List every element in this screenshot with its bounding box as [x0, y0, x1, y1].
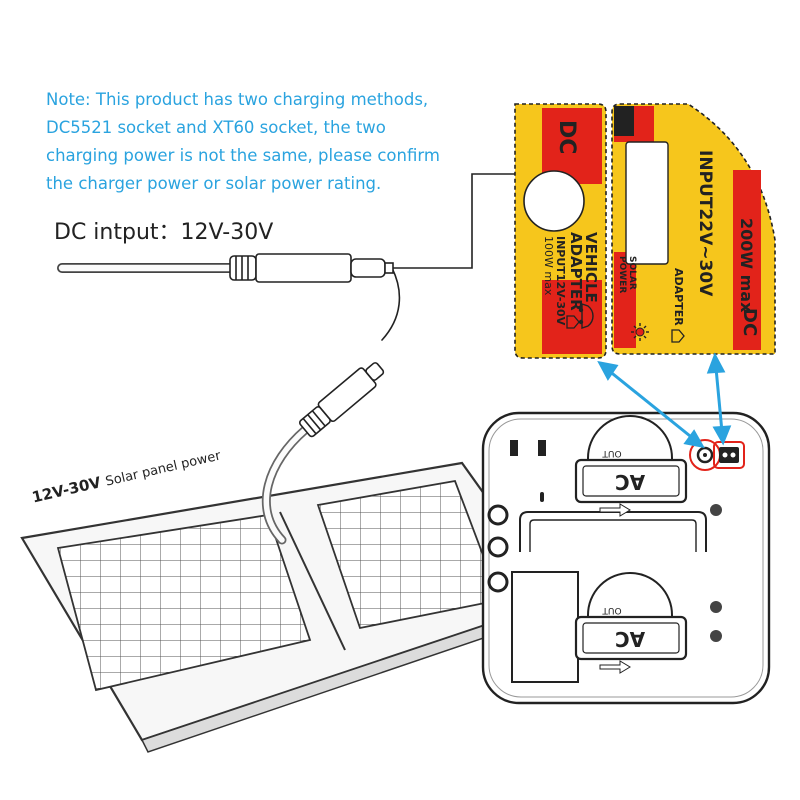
- vehicle-line2: ADAPTER: [567, 232, 585, 311]
- dc-plug: [229, 253, 394, 283]
- plug-icon-solar: [671, 329, 685, 343]
- ac-label-top: AC: [615, 470, 645, 494]
- note-line-3: charging power is not the same, please c…: [46, 146, 440, 165]
- ac-out-label-top: OUT: [602, 448, 622, 458]
- solar-port-label: 200W max INPUT22V~30V DC SOLAR POWER ADA…: [611, 103, 776, 355]
- sun-icon: [631, 323, 649, 341]
- note-line-4: the charger power or solar power rating.: [46, 174, 382, 193]
- vehicle-adapter-label: DC VEHICLE ADAPTER INPUT12V-30V 100W max: [514, 103, 607, 359]
- solar-dc-label: DC: [739, 308, 760, 336]
- vehicle-line4: 100W max: [542, 236, 555, 296]
- solar-input-rating: INPUT22V~30V: [695, 150, 715, 297]
- ac-outlet-top: AC OUT: [574, 415, 688, 517]
- cables: [57, 173, 529, 545]
- note-line-2: DC5521 socket and XT60 socket, the two: [46, 118, 386, 137]
- solar-cells-left: [56, 513, 312, 692]
- vehicle-dc-label: DC: [554, 120, 579, 154]
- solar-power-line2: POWER: [617, 256, 627, 293]
- solar-panel: [20, 461, 562, 753]
- solar-adapter-label: ADAPTER: [672, 268, 685, 326]
- vehicle-line1: VEHICLE: [582, 232, 600, 303]
- solar-plug: [298, 362, 385, 438]
- plug-icon: [566, 315, 580, 329]
- car-icon: [578, 303, 594, 329]
- dc-input-label: DC intput：12V-30V: [54, 220, 274, 245]
- ac-out-label-bottom: OUT: [602, 605, 622, 615]
- xt60-port[interactable]: [713, 441, 745, 469]
- charging-note: Note: This product has two charging meth…: [46, 86, 476, 198]
- note-line-1: Note: This product has two charging meth…: [46, 90, 429, 109]
- vehicle-line3: INPUT12V-30V: [554, 236, 567, 326]
- pointer-arrows: [597, 352, 732, 449]
- ac-label-bottom: AC: [615, 627, 645, 651]
- solar-power-line1: SOLAR: [627, 256, 637, 290]
- ac-outlet-bottom: AC OUT: [574, 572, 688, 674]
- solar-power-rating: 200W max: [737, 218, 756, 313]
